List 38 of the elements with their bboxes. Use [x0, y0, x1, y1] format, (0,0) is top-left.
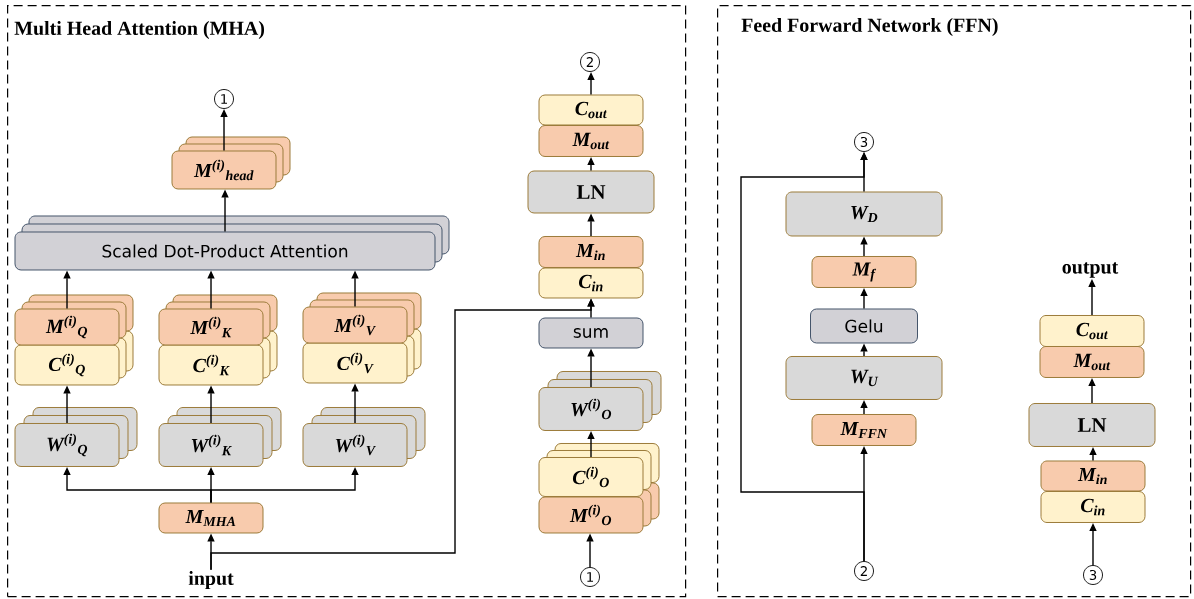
circled-number: 3	[854, 132, 874, 152]
process-box: sum	[538, 317, 644, 349]
stacked-box: M$^{(i)}$K	[158, 294, 278, 346]
process-box: LN	[527, 170, 655, 214]
circled-number: 1	[580, 567, 600, 587]
stacked-box: W$^{(i)}$K	[158, 407, 282, 467]
process-box: LN	[1028, 403, 1156, 447]
stacked-box: M$^{(i)}$head	[171, 136, 291, 190]
panel-title: Feed Forward Network (FFN)	[741, 17, 998, 36]
io-label: input	[188, 570, 234, 589]
circled-number: 1	[214, 89, 234, 109]
io-label: output	[1062, 262, 1119, 278]
process-box: C$_{out}$	[1039, 315, 1145, 347]
process-box: W$_{U}$	[785, 356, 943, 400]
stacked-box: W$^{(i)}$V	[302, 407, 426, 467]
arrow	[1088, 279, 1096, 316]
circled-number: 2	[580, 52, 600, 72]
stacked-box: C$^{(i)}$O	[538, 443, 660, 497]
stacked-box: W$^{(i)}$O	[538, 371, 662, 431]
process-box: W$_{D}$	[785, 191, 943, 237]
circled-number: 2	[854, 561, 874, 581]
process-box: C$_{in}$	[1040, 491, 1146, 523]
process-box: M$_{f}$	[811, 256, 917, 288]
process-box: M$_{in}$	[538, 236, 644, 268]
process-box: M$_{out}$	[1039, 346, 1145, 378]
stacked-box: M$^{(i)}$Q	[14, 294, 134, 346]
process-box: C$_{in}$	[538, 267, 644, 299]
process-box: Gelu	[810, 308, 918, 344]
stacked-box: M$^{(i)}$V	[302, 292, 422, 344]
stacked-box: Scaled Dot-Product Attention	[14, 215, 450, 271]
process-box: M$_{out}$	[538, 125, 644, 157]
process-box: M$_{in}$	[1040, 460, 1146, 492]
process-box: M$_{FFN}$	[811, 414, 917, 446]
process-box: M$_{MHA}$	[158, 502, 264, 534]
circled-number: 3	[1083, 565, 1103, 585]
panel-title: Multi Head Attention (MHA)	[14, 20, 265, 39]
stacked-box: W$^{(i)}$Q	[14, 407, 138, 467]
process-box: C$_{out}$	[538, 94, 644, 126]
